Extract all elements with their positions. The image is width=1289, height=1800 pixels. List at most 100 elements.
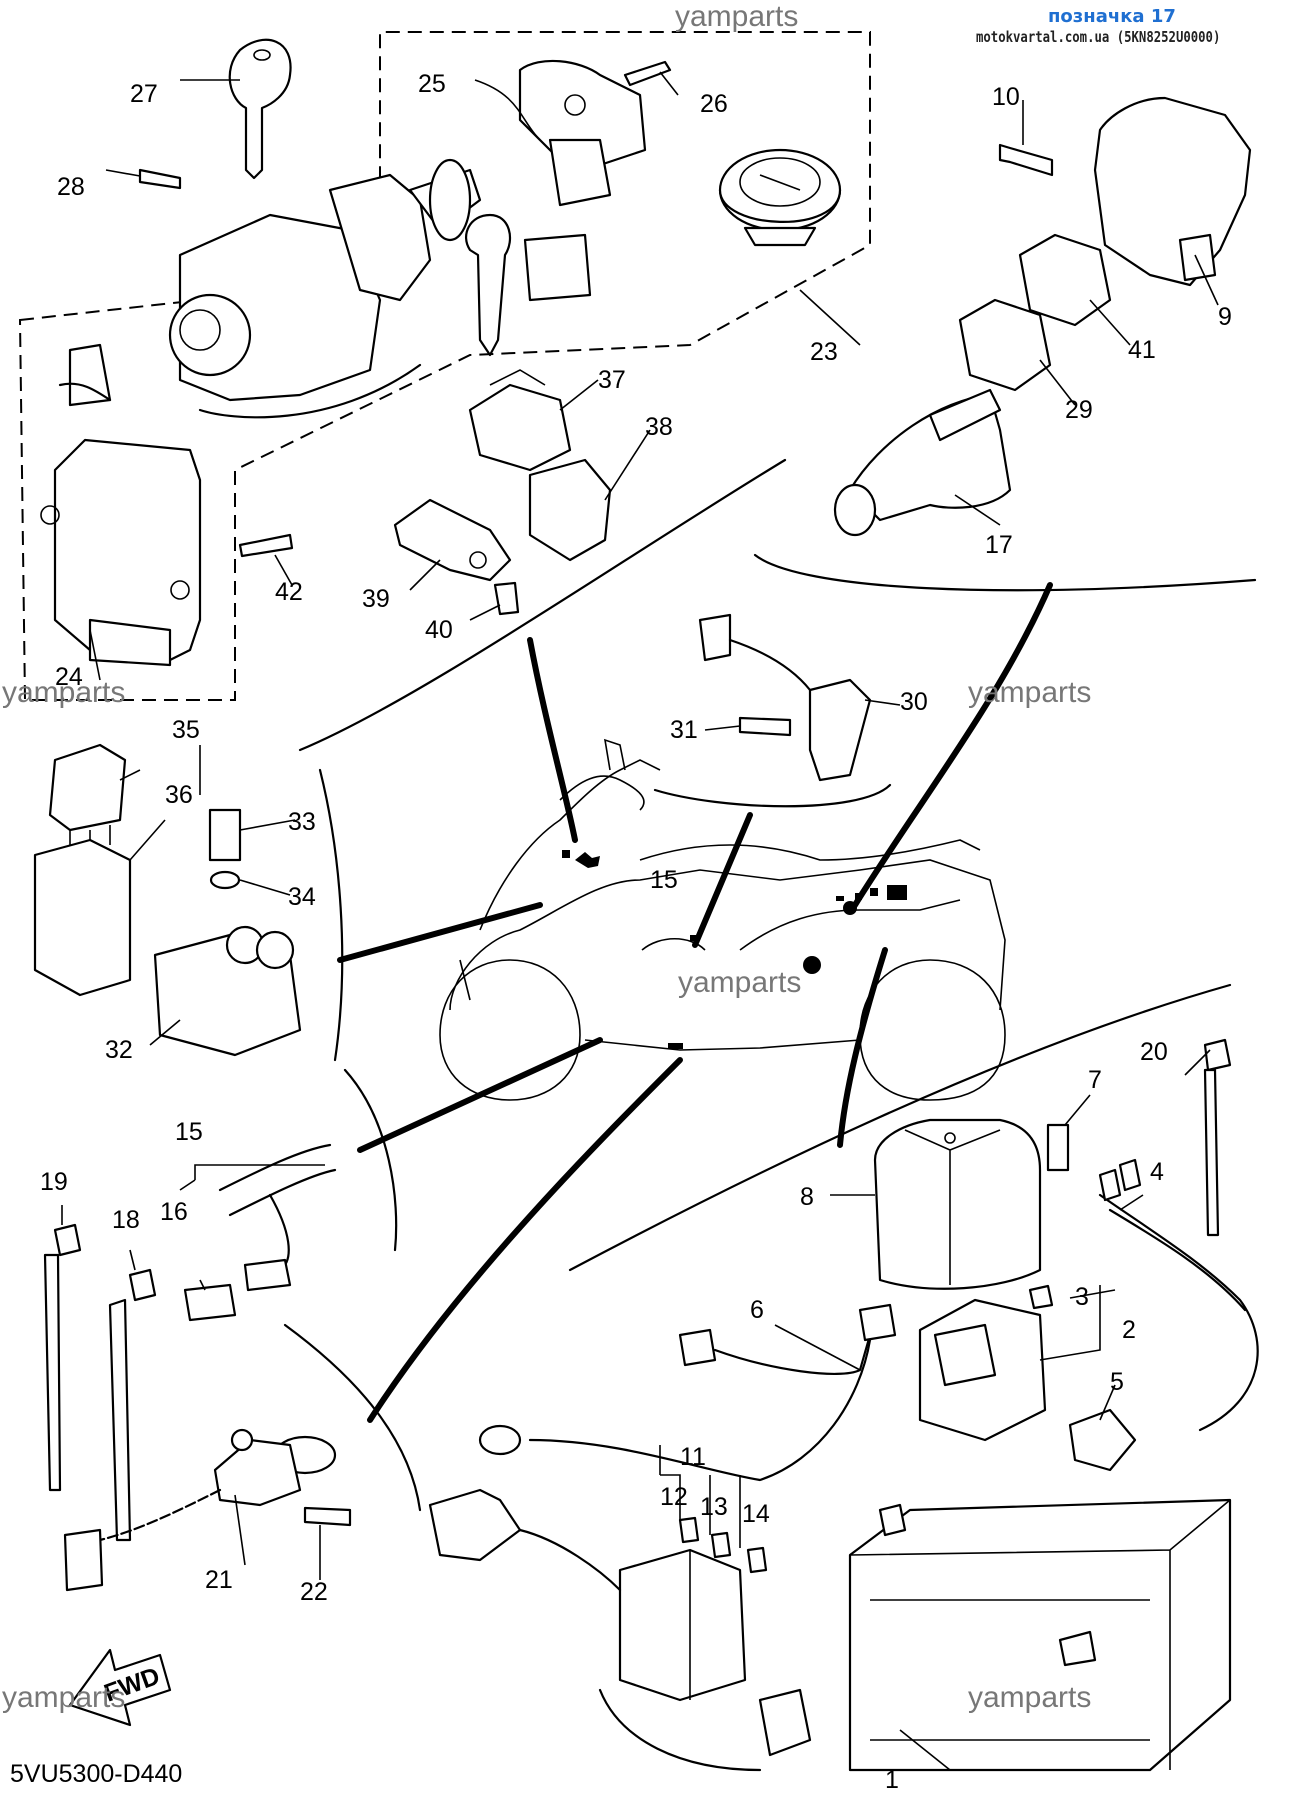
part-17-ignition-coil	[833, 388, 1012, 537]
fwd-arrow-icon	[68, 1648, 172, 1727]
zone-separator-left-low	[283, 1323, 422, 1512]
part-38-connector	[528, 458, 612, 562]
part-27-key	[228, 38, 292, 180]
part-11-fuse-box	[428, 1488, 812, 1772]
part-21-switch	[63, 1428, 337, 1592]
part-3-fuse	[1028, 1284, 1054, 1310]
callout-39: 39	[362, 585, 390, 613]
callout-9: 9	[1218, 303, 1232, 331]
watermark-bottom-left: yamparts	[2, 1681, 125, 1714]
callout-42: 42	[275, 578, 303, 606]
watermark-right: yamparts	[968, 676, 1091, 709]
callout-6: 6	[750, 1296, 764, 1324]
callout-32: 32	[105, 1036, 133, 1064]
part-ignition-body	[168, 158, 592, 419]
callout-24: 24	[55, 663, 83, 691]
part-2-starter-relay	[918, 1298, 1047, 1442]
zone-separator-left-mid	[343, 1068, 398, 1252]
part-40-screw	[493, 581, 520, 616]
callout-2: 2	[1122, 1316, 1136, 1344]
watermarks: yamparts yamparts yamparts yamparts yamp…	[2, 0, 1091, 1714]
callout-12: 12	[660, 1483, 688, 1511]
part-22-screw	[303, 1506, 352, 1527]
callout-25: 25	[418, 70, 446, 98]
part-20-cable-tie	[1203, 1038, 1232, 1237]
leader-fuses	[367, 1057, 683, 1423]
zone-separator-sensor	[653, 783, 892, 808]
callout-30: 30	[900, 688, 928, 716]
part-30-sensor	[698, 613, 872, 782]
callout-27: 27	[130, 80, 158, 108]
callout-20: 20	[1140, 1038, 1168, 1066]
watermark-center: yamparts	[678, 966, 801, 999]
watermark-left: yamparts	[2, 676, 125, 709]
part-12-fuse	[678, 1516, 700, 1544]
callout-16: 16	[160, 1198, 188, 1226]
callout-1: 1	[885, 1766, 899, 1794]
part-5-terminal-cover	[1068, 1408, 1137, 1472]
part-28-screw	[138, 168, 182, 190]
callout-33: 33	[288, 808, 316, 836]
part-14-fuse	[746, 1546, 768, 1574]
part-1-battery	[848, 1498, 1232, 1772]
part-23-fuel-cap	[718, 148, 842, 247]
callout-41: 41	[1128, 336, 1156, 364]
part-13-fuse	[710, 1531, 732, 1559]
part-15-harness-section	[218, 1143, 337, 1292]
part-41-relay	[1018, 233, 1112, 327]
leader-ignition	[527, 637, 578, 843]
part-29-relay	[958, 298, 1052, 392]
callout-3: 3	[1075, 1283, 1089, 1311]
part-18-cable-tie	[108, 1268, 157, 1542]
callout-5: 5	[1110, 1368, 1124, 1396]
callout-31: 31	[670, 716, 698, 744]
callout-17: 17	[985, 531, 1013, 559]
callout-18: 18	[112, 1206, 140, 1234]
callout-4: 4	[1150, 1158, 1164, 1186]
part-8-cover	[873, 1118, 1042, 1290]
callout-22: 22	[300, 1578, 328, 1606]
diagram-code: 5VU5300-D440	[10, 1760, 183, 1788]
callout-36: 36	[165, 781, 193, 809]
part-19-cable-tie	[43, 1223, 82, 1492]
callout-15-harness: 15	[175, 1118, 203, 1146]
callout-labels: 1 2 3 4 5 6 7 8 9 10 11 12 13 14 15 15 1…	[40, 70, 1232, 1794]
part-36-socket	[33, 838, 132, 997]
callout-23: 23	[810, 338, 838, 366]
leader-relays	[337, 902, 543, 963]
zone-separator-left	[318, 768, 344, 1062]
callout-37: 37	[598, 366, 626, 394]
callout-38: 38	[645, 413, 673, 441]
part-10-bolt	[998, 143, 1054, 177]
callout-14: 14	[742, 1500, 770, 1528]
watermark-bottom-right: yamparts	[968, 1681, 1091, 1714]
part-25-switch-housing	[518, 59, 647, 207]
callout-15-bike: 15	[650, 866, 678, 894]
leader-battery	[837, 947, 888, 1148]
motorcycle-silhouette	[439, 738, 1006, 1101]
part-39-bracket	[393, 498, 512, 582]
callout-19: 19	[40, 1168, 68, 1196]
part-35-relay	[48, 743, 127, 850]
callout-7: 7	[1088, 1066, 1102, 1094]
part-6-minus-lead	[478, 1303, 897, 1482]
part-42-screw	[238, 533, 294, 558]
callout-21: 21	[205, 1566, 233, 1594]
leader-sensor	[692, 812, 753, 948]
callout-13: 13	[700, 1493, 728, 1521]
callout-10: 10	[992, 83, 1020, 111]
part-7-bolt	[1046, 1123, 1070, 1172]
zone-separator-top-right	[753, 553, 1257, 592]
part-32-relay	[153, 925, 302, 1057]
part-31-bolt	[738, 716, 792, 737]
part-26-screw	[623, 60, 672, 87]
part-24-cdi-unit	[40, 438, 202, 667]
callout-11: 11	[680, 1443, 706, 1471]
leader-rear-unit	[852, 582, 1053, 908]
header-source: motokvartal.com.ua (5KN8252U0000)	[976, 28, 1221, 46]
callout-26: 26	[700, 90, 728, 118]
callout-34: 34	[288, 883, 316, 911]
callout-35: 35	[172, 716, 200, 744]
callout-28: 28	[57, 173, 85, 201]
callout-leaders	[61, 71, 1219, 1771]
